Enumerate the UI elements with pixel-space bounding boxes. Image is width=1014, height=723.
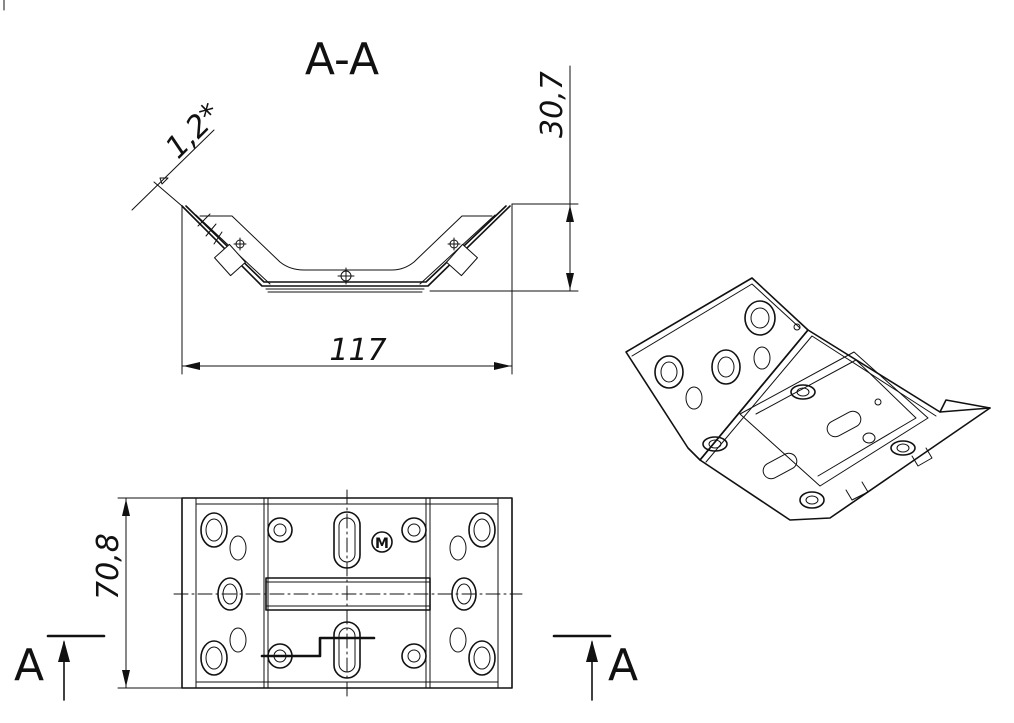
plan-view: M 70,8	[91, 489, 523, 701]
section-marker-left-label: A	[14, 640, 44, 691]
section-marker-right-label: A	[608, 640, 638, 691]
base-holes	[702, 384, 916, 509]
isometric-tabs	[845, 447, 933, 501]
rivet-left	[214, 237, 247, 277]
height-label: 30,7	[535, 71, 570, 138]
depth-dimension: 70,8	[91, 497, 191, 689]
section-view: A-A	[131, 34, 579, 375]
height-dimension: 30,7	[429, 65, 579, 292]
marking-label: M	[375, 536, 389, 552]
thickness-dimension: 1,2*	[131, 97, 228, 211]
section-cut-line	[260, 636, 376, 658]
marking-m: M	[371, 531, 393, 553]
arrow-up-icon	[58, 640, 70, 701]
width-dimension: 117	[181, 203, 513, 375]
arrow-up-icon	[586, 640, 598, 701]
isometric-view	[625, 277, 991, 521]
section-marker-right: A	[552, 634, 638, 701]
section-profile	[181, 205, 511, 293]
depth-label: 70,8	[91, 533, 126, 600]
section-title: A-A	[305, 34, 379, 85]
rivet-center	[337, 267, 355, 285]
rivet-right	[446, 237, 478, 277]
thickness-label: 1,2*	[159, 97, 228, 166]
section-marker-left: A	[14, 634, 106, 701]
wing-holes	[654, 300, 801, 410]
width-label: 117	[329, 333, 386, 368]
